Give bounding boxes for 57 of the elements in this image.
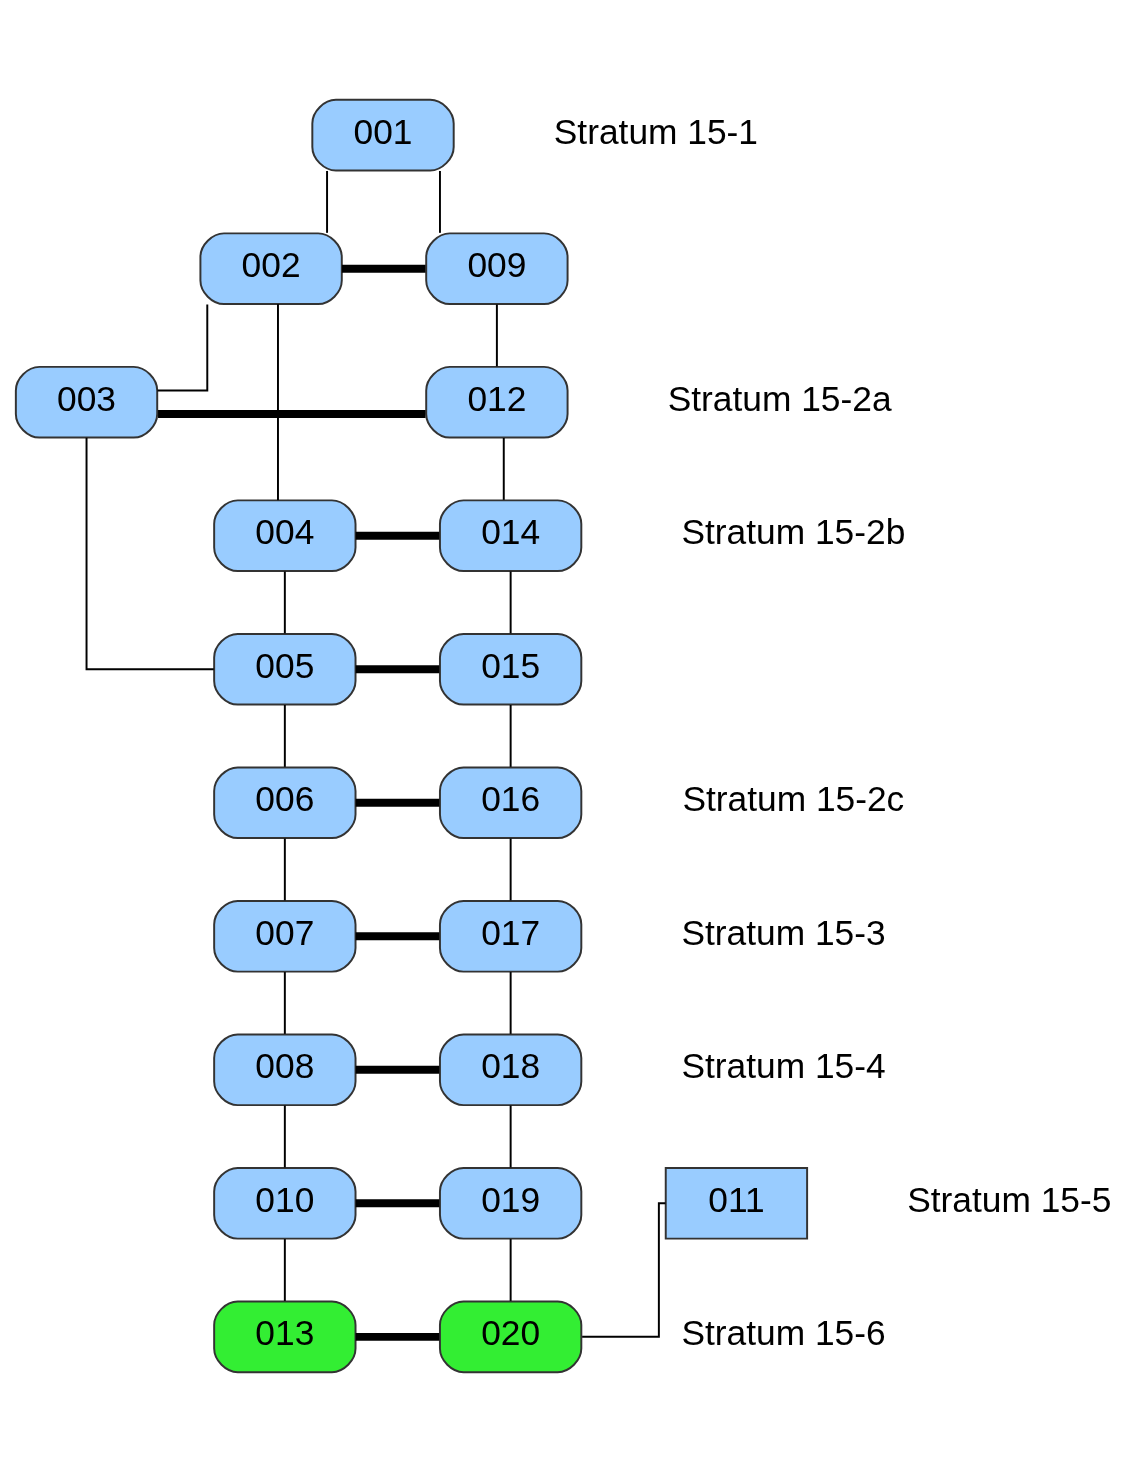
node-box: 009 [425, 232, 569, 306]
node-box: 012 [425, 365, 569, 439]
node-box: 016 [438, 766, 583, 840]
connector [326, 170, 329, 234]
connector [355, 1065, 440, 1074]
node-box: 006 [213, 766, 357, 840]
node-box: 007 [213, 899, 357, 973]
connector [502, 437, 505, 501]
connector [355, 1199, 440, 1208]
node-box: 017 [438, 899, 583, 973]
connector [581, 1202, 667, 1338]
node-box: 010 [213, 1166, 357, 1240]
label: Stratum 15-4 [681, 1046, 886, 1086]
label: Stratum 15-1 [553, 111, 759, 151]
node-box: 018 [438, 1033, 583, 1107]
node-box: 013 [213, 1300, 357, 1374]
connector [156, 303, 209, 392]
label: Stratum 15-2c [682, 779, 905, 819]
connector [509, 570, 512, 635]
connector [85, 436, 215, 671]
node-box: 015 [438, 632, 583, 706]
node-box: 003 [14, 365, 159, 439]
connector [509, 704, 512, 768]
connector [509, 1104, 512, 1169]
connector [283, 971, 286, 1035]
connector [355, 531, 440, 540]
node-box: 019 [438, 1166, 583, 1240]
connector [355, 1332, 440, 1341]
connector [341, 264, 426, 273]
connector [283, 704, 286, 768]
connector [158, 410, 426, 418]
node-box: 020 [438, 1300, 583, 1374]
connector [438, 170, 441, 234]
connector [283, 1104, 286, 1169]
label: Stratum 15-6 [681, 1313, 886, 1353]
label: Stratum 15-3 [681, 912, 886, 952]
connector [355, 932, 440, 941]
node-box: 008 [213, 1033, 357, 1107]
node-box: 001 [311, 98, 455, 172]
label: Stratum 15-2b [681, 512, 906, 552]
connector [283, 1238, 286, 1302]
connector [509, 1238, 512, 1302]
connector [509, 971, 512, 1035]
connector [283, 570, 286, 635]
connector [495, 303, 498, 368]
node-box: 002 [199, 232, 343, 306]
label: Stratum 15-2a [667, 378, 892, 418]
connector [355, 665, 440, 674]
node-box: 011 [664, 1166, 809, 1240]
node-box: 014 [438, 499, 583, 573]
connector [355, 798, 440, 807]
connector [509, 837, 512, 902]
node-box: 004 [213, 499, 357, 573]
connector [277, 303, 279, 502]
connector [283, 837, 286, 902]
label: Stratum 15-5 [907, 1179, 1112, 1219]
node-box: 005 [213, 632, 357, 706]
